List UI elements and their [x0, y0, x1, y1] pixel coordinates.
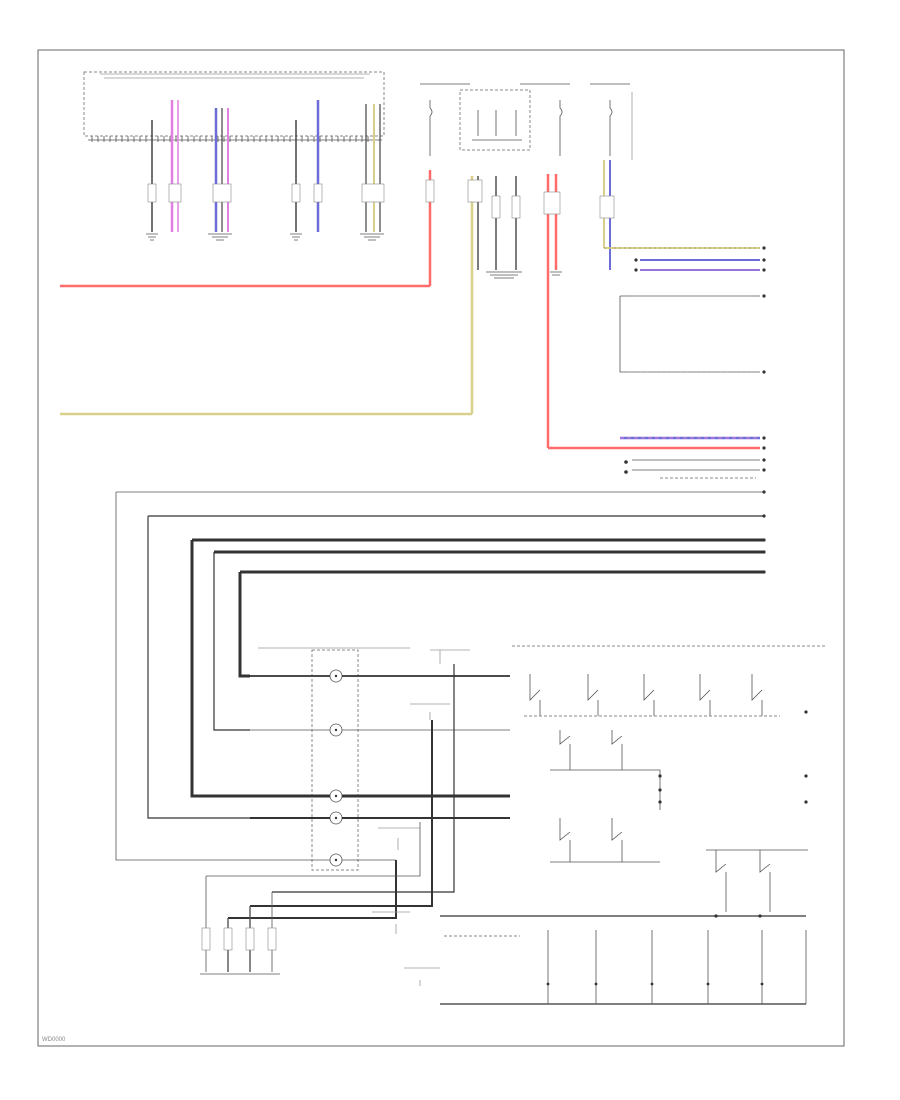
right-module-loop: [619, 294, 766, 374]
diagram-frame: [37, 49, 845, 1047]
center-callouts: [372, 649, 470, 986]
module-through-wires: [200, 664, 510, 975]
bottom-rails: [440, 914, 807, 1005]
lower-bus-lines: [115, 490, 766, 861]
top-left-connector: [83, 71, 385, 142]
connector-wires: [146, 100, 385, 241]
right-switch-array: [524, 674, 808, 912]
page-code: WD0000: [42, 1037, 66, 1043]
right-top-bus: [604, 246, 766, 272]
top-center-modules: [420, 83, 633, 160]
clock-spring-module: [258, 647, 410, 871]
right-mid-wires: [548, 436, 766, 479]
center-wires: [425, 160, 615, 448]
